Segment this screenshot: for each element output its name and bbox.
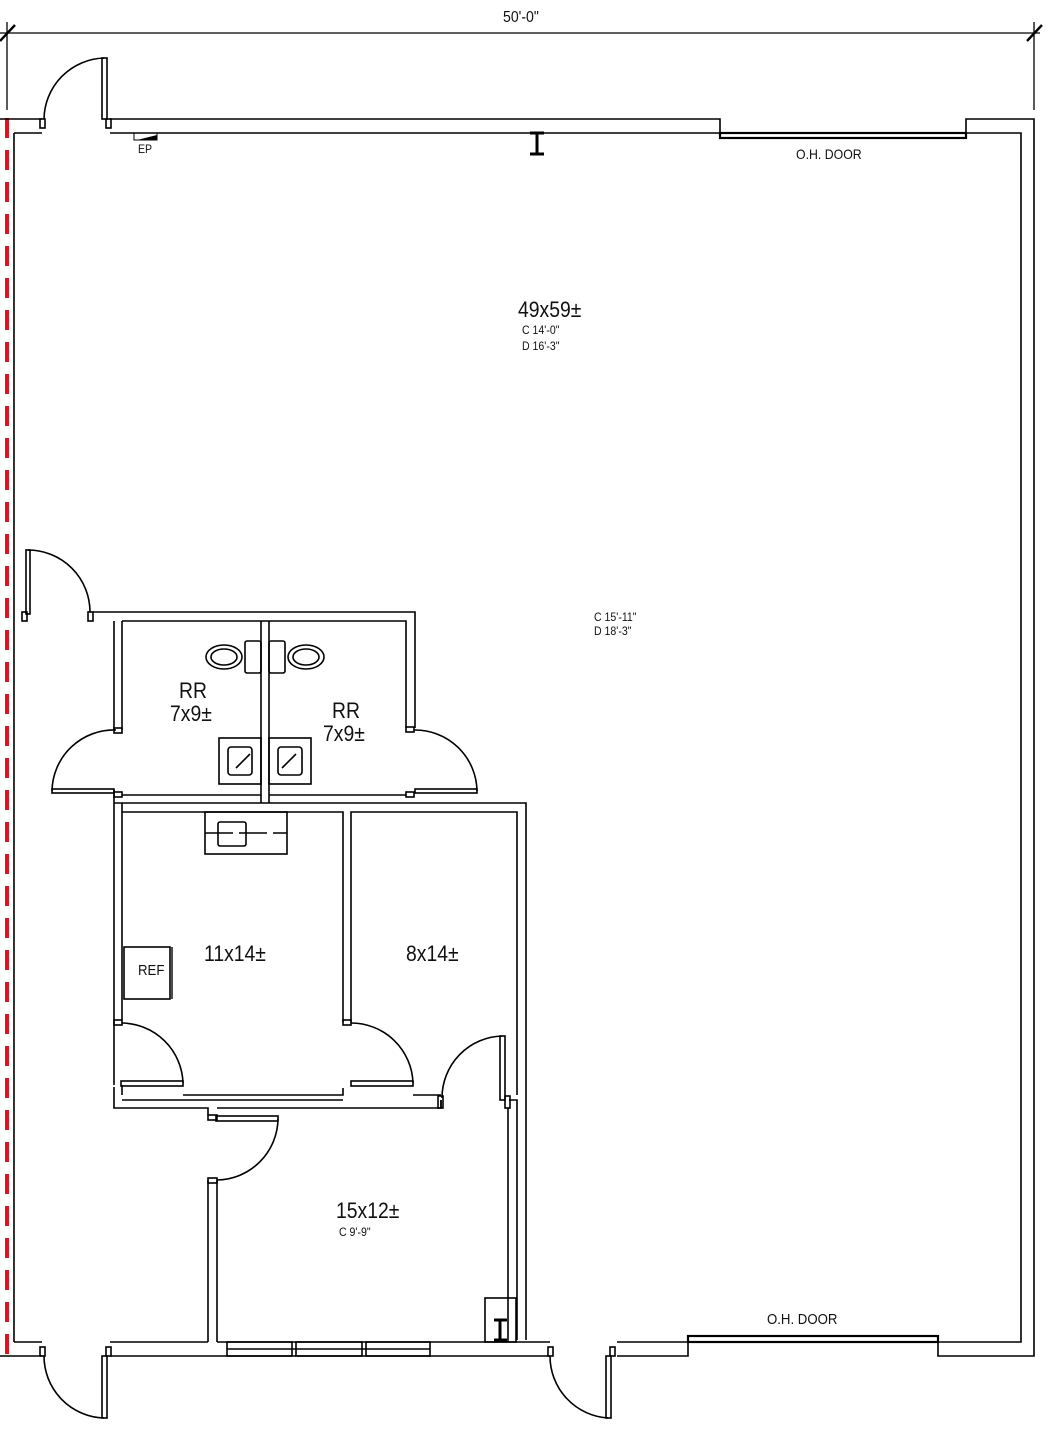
front-office-walls [207,1108,509,1342]
front-office-ceiling-height: C 9'-9" [339,1225,371,1239]
toilet-icon [205,640,262,674]
overhead-door-top-label: O.H. DOOR [796,146,862,162]
restroom-left-name: RR [179,678,207,703]
refrigerator-label: REF [138,962,165,979]
entry-door-left-side [21,549,94,622]
front-office-size: 15x12± [336,1198,400,1223]
office-walls [113,811,518,1340]
sink-icon [218,737,262,785]
column-box [484,1297,517,1343]
entry-door-top-left [39,57,112,129]
restroom-door-right [405,726,478,798]
warehouse-door-height: D 16'-3" [522,339,560,353]
warehouse-access-door [437,1035,511,1109]
overhead-door-bottom-label: O.H. DOOR [767,1311,838,1328]
electrical-panel-icon [133,132,158,141]
warehouse-ceiling-height: C 14'-0" [522,323,560,337]
entry-door-bottom-left [39,1346,112,1419]
toilet-icon [268,640,325,674]
small-office-door [342,1019,414,1087]
overall-dimension-label: 50'-0" [503,9,539,26]
entry-door-bottom-right [547,1346,616,1419]
restroom-left-size: 7x9± [170,701,212,726]
overhead-door-bottom [686,1334,940,1344]
restroom-door-left [51,727,123,798]
sink-icon [268,737,312,785]
warehouse-secondary-ceiling: C 15'-11" [594,610,637,624]
restroom-right-size: 7x9± [323,721,365,746]
column-icon [530,131,544,156]
front-office-door [207,1114,279,1184]
refrigerator-icon [123,946,171,1000]
warehouse-size: 49x59± [518,297,582,322]
overhead-door-top [718,131,968,140]
storefront-windows [226,1341,431,1357]
small-office-size: 8x14± [406,941,459,966]
restroom-walls [93,611,527,1340]
break-room-door [113,1019,184,1087]
restroom-right-name: RR [332,698,360,723]
kitchen-sink-counter [204,811,288,855]
overall-dimension-line [0,22,1043,110]
electrical-panel-label: EP [138,142,153,156]
column-icon [494,1318,507,1342]
warehouse-secondary-door-height: D 18'-3" [594,624,632,638]
break-room-size: 11x14± [204,941,266,966]
